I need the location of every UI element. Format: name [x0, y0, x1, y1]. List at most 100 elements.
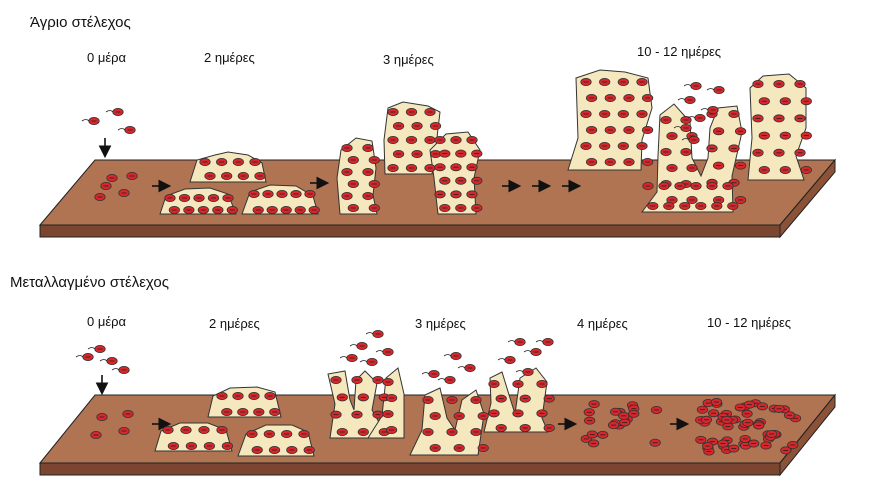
amoeba-cell	[780, 446, 792, 455]
amoeba-cell	[281, 429, 293, 438]
amoeba-cell	[232, 157, 244, 166]
amoeba-cell	[385, 425, 398, 434]
amoeba-cell	[752, 80, 764, 89]
amoeba-cell	[94, 192, 106, 201]
amoeba-cell	[519, 423, 531, 432]
amoeba-cell	[618, 411, 630, 420]
amoeba-cell	[519, 394, 531, 403]
mutant-stage-label-1: 2 ημέρες	[209, 316, 260, 331]
amoeba-cell	[347, 179, 359, 188]
amoeba-cell	[585, 157, 598, 166]
amoeba-cell	[700, 106, 719, 115]
amoeba-cell	[758, 131, 770, 140]
amoeba-cell	[647, 201, 659, 210]
amoeba-cell	[702, 442, 714, 451]
amoeba-cell	[248, 391, 260, 400]
amoeba-cell	[586, 430, 598, 439]
amoeba-cell	[641, 157, 654, 166]
amoeba-cell	[739, 434, 751, 443]
amoeba-cell	[280, 205, 292, 214]
amoeba-cell	[347, 203, 359, 212]
amoeba-cell	[756, 402, 769, 411]
amoeba-cell	[336, 427, 348, 436]
amoeba-cell	[106, 173, 118, 182]
amoeba-cell	[117, 126, 136, 135]
amoeba-cell	[597, 430, 609, 439]
amoeba-cell	[387, 108, 399, 117]
amoeba-cell	[339, 353, 358, 362]
amoeba-cell	[446, 395, 458, 404]
amoeba-cell	[607, 421, 620, 430]
amoeba-cell	[221, 407, 233, 416]
amoeba-cell	[424, 108, 436, 117]
amoeba-cell	[649, 438, 661, 447]
amoeba-cell	[742, 418, 754, 427]
cells	[75, 78, 812, 456]
amoeba-cell	[212, 205, 224, 214]
amoeba-cell	[585, 126, 598, 135]
amoeba-cell	[583, 408, 595, 417]
wild-stalk-3	[429, 131, 481, 215]
amoeba-cell	[453, 411, 465, 420]
amoeba-cell	[122, 409, 134, 418]
amoeba-cell	[623, 94, 635, 103]
amoeba-cell	[712, 127, 725, 136]
amoeba-cell	[588, 439, 600, 448]
amoeba-cell	[193, 193, 205, 202]
amoeba-cell	[466, 190, 478, 199]
amoeba-cell	[216, 157, 228, 166]
amoeba-cell	[636, 110, 648, 119]
amoeba-cell	[741, 409, 753, 418]
amoeba-cell	[405, 108, 418, 117]
amoeba-cell	[96, 412, 108, 421]
amoeba-cell	[372, 375, 384, 384]
amoeba-cell	[758, 97, 770, 106]
amoeba-cell	[290, 189, 302, 198]
amoeba-cell	[197, 205, 209, 214]
amoeba-cell	[167, 441, 179, 450]
amoeba-cell	[681, 135, 700, 144]
amoeba-cell	[641, 94, 654, 103]
amoeba-cell	[619, 418, 631, 427]
amoeba-cell	[443, 351, 462, 360]
amoeba-cell	[387, 163, 399, 172]
amoeba-cell	[81, 117, 100, 126]
amoeba-cell	[341, 167, 353, 176]
amoeba-cell	[722, 181, 734, 190]
amoeba-cell	[642, 181, 654, 190]
amoeba-cell	[673, 124, 692, 133]
amoeba-cell	[710, 398, 723, 407]
amoeba-cell	[298, 429, 310, 438]
amoeba-cell	[779, 97, 791, 106]
amoeba-cell	[580, 141, 592, 150]
amoeba-cell	[677, 96, 696, 105]
amoeba-cell	[251, 445, 263, 454]
amoeba-cell	[477, 411, 489, 420]
amoeba-cell	[439, 176, 451, 185]
amoeba-cell	[183, 205, 195, 214]
amoeba-cell	[262, 189, 274, 198]
amoeba-cell	[470, 427, 482, 436]
amoeba-cell	[628, 409, 640, 418]
mutant-stage-label-2: 3 ημέρες	[415, 316, 466, 331]
amoeba-cell	[660, 147, 672, 156]
amoeba-cell	[429, 149, 442, 158]
amoeba-cell	[512, 409, 524, 418]
amoeba-cell	[385, 393, 398, 402]
amoeba-cell	[584, 416, 596, 425]
amoeba-cell	[543, 423, 555, 432]
amoeba-cell	[466, 135, 478, 144]
amoeba-cell	[660, 116, 672, 125]
amoeba-cell	[604, 94, 616, 103]
amoeba-cell	[752, 114, 764, 123]
amoeba-cell	[800, 165, 812, 174]
amoeba-cell	[99, 356, 118, 365]
amoeba-cell	[341, 143, 353, 152]
amoeba-cell	[439, 203, 451, 212]
amoeba-cell	[695, 201, 707, 210]
amoeba-cell	[507, 337, 526, 346]
amoeba-cell	[237, 171, 249, 180]
amoeba-cell	[392, 149, 405, 158]
amoeba-cell	[269, 407, 281, 416]
